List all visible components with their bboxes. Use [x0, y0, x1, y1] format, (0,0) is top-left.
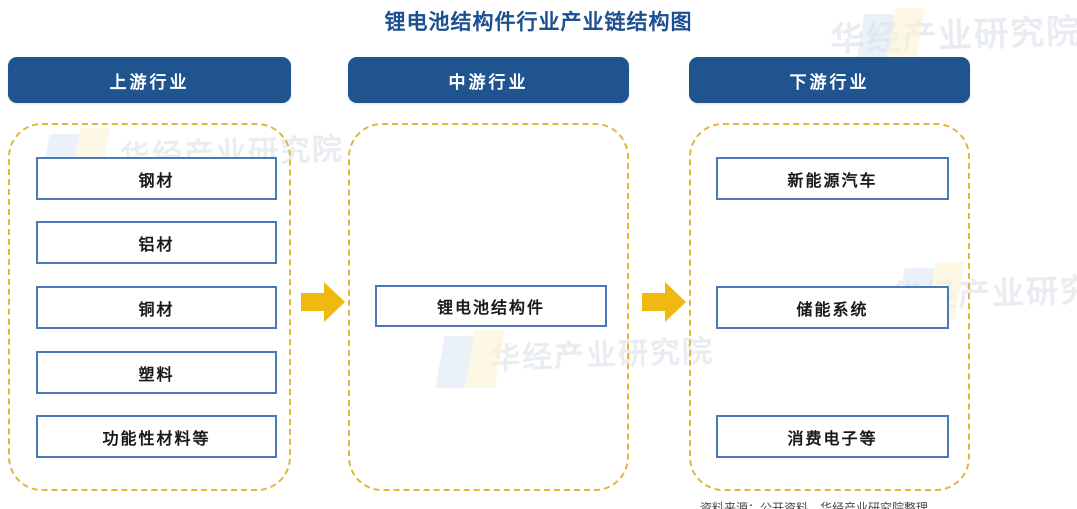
column-header-midstream: 中游行业	[348, 57, 629, 103]
column-header-downstream: 下游行业	[689, 57, 970, 103]
zone-upstream: 钢材 铝材 铜材 塑料 功能性材料等	[8, 123, 291, 491]
arrow-right-icon	[642, 282, 686, 322]
node-box: 功能性材料等	[36, 415, 277, 458]
zone-midstream: 锂电池结构件	[348, 123, 629, 491]
node-box: 储能系统	[716, 286, 949, 329]
node-box: 塑料	[36, 351, 277, 394]
page-title: 锂电池结构件行业产业链结构图	[384, 10, 693, 34]
node-box: 铜材	[36, 286, 277, 329]
node-box: 锂电池结构件	[375, 285, 607, 327]
node-box: 钢材	[36, 157, 277, 200]
node-box: 铝材	[36, 221, 277, 264]
arrow-right-icon	[301, 282, 345, 322]
source-note: 资料来源：公开资料、华经产业研究院整理	[700, 501, 929, 509]
node-box: 新能源汽车	[716, 157, 949, 200]
node-box: 消费电子等	[716, 415, 949, 458]
column-header-upstream: 上游行业	[8, 57, 291, 103]
zone-downstream: 新能源汽车 储能系统 消费电子等	[689, 123, 970, 491]
